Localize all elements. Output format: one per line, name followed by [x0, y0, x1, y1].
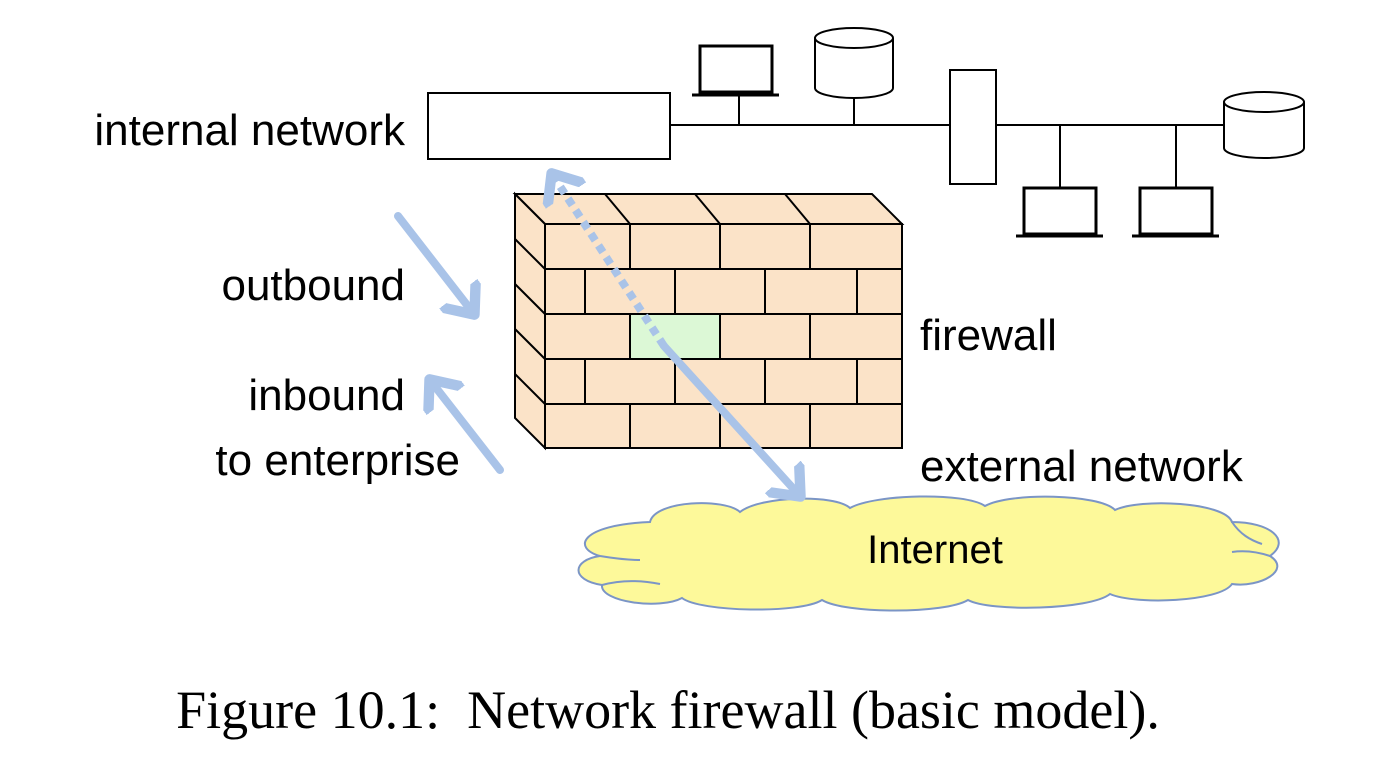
outbound-arrow [394, 212, 474, 314]
traffic-path-dotted [552, 174, 668, 349]
external-network-label: external network [920, 442, 1244, 491]
router-box [949, 69, 997, 185]
internal-network [427, 27, 1305, 238]
to-enterprise-label: to enterprise [215, 436, 460, 485]
laptop-icon [1016, 125, 1103, 238]
outbound-label: outbound [221, 261, 405, 310]
figure-caption: Figure 10.1: Network firewall (basic mod… [176, 680, 1160, 740]
laptop-icon [1132, 125, 1219, 238]
firewall-wall [512, 191, 905, 451]
laptop-icon [692, 44, 779, 125]
database-icon [1223, 91, 1305, 159]
firewall-label: firewall [920, 311, 1057, 360]
internal-network-box [427, 92, 671, 160]
inbound-arrow [430, 380, 504, 474]
traffic-path-solid [660, 342, 800, 496]
internal-network-label: internal network [94, 106, 406, 155]
internet-cloud: Internet [577, 495, 1280, 612]
internet-label: Internet [867, 528, 1003, 572]
inbound-label: inbound [248, 371, 405, 420]
database-icon [814, 27, 894, 125]
